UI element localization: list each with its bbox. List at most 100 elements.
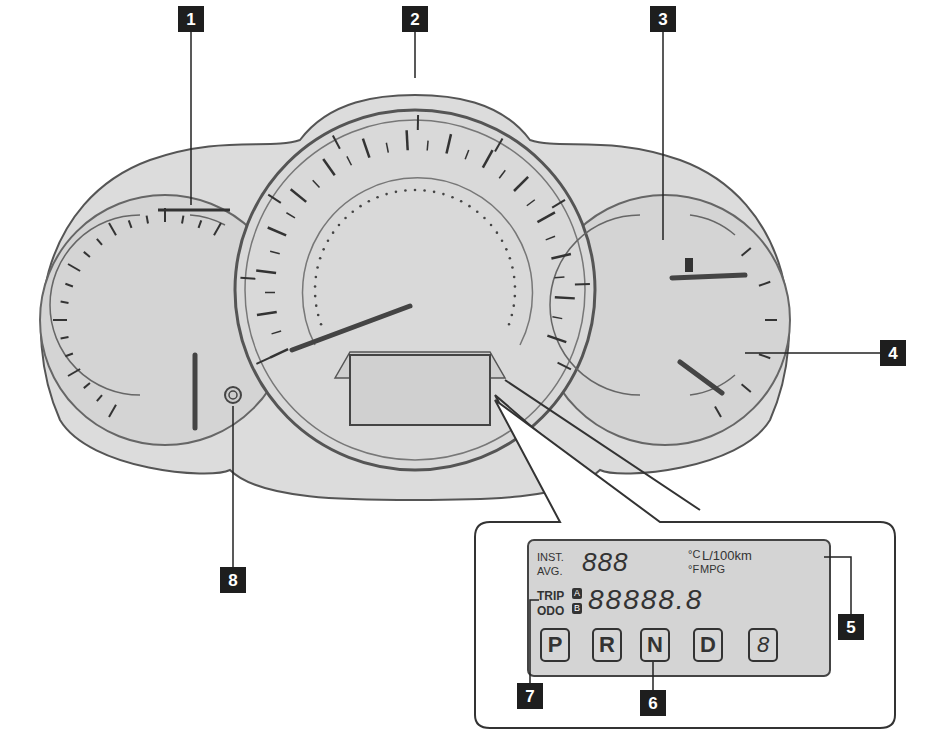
gear-indicator: D bbox=[693, 628, 723, 662]
gauge-dot bbox=[395, 191, 398, 194]
trip-icon: B bbox=[572, 603, 582, 614]
gauge-tick bbox=[68, 264, 80, 271]
gauge-dot bbox=[359, 205, 362, 208]
gauge-dot bbox=[505, 248, 508, 251]
gauge-dot bbox=[501, 239, 504, 242]
gauge-tick bbox=[256, 271, 276, 273]
callout-number: 3 bbox=[650, 6, 676, 32]
callout-number: 1 bbox=[178, 6, 204, 32]
callout-number: 6 bbox=[640, 690, 666, 716]
gauge-tick bbox=[68, 369, 80, 376]
gauge-dot bbox=[376, 196, 379, 199]
gauge-dot bbox=[344, 217, 347, 220]
gauge-tick bbox=[240, 278, 255, 279]
gauge-tick bbox=[363, 139, 370, 158]
lcd-label: AVG. bbox=[537, 566, 562, 577]
gauge-tick bbox=[552, 317, 562, 319]
gauge-tick bbox=[347, 156, 352, 165]
gauge-tick bbox=[286, 213, 295, 218]
gauge-tick bbox=[417, 115, 419, 130]
gauge-tick bbox=[268, 227, 286, 235]
gear-indicator: R bbox=[592, 628, 622, 662]
gauge-dot bbox=[511, 266, 514, 269]
gauge-tick bbox=[527, 200, 535, 206]
gauge-dot bbox=[332, 231, 335, 234]
gauge-dot bbox=[314, 295, 317, 298]
gauge-dot bbox=[314, 285, 317, 288]
gauge-tick bbox=[270, 251, 280, 254]
gauge-dot bbox=[508, 323, 511, 326]
gauge-tick bbox=[546, 236, 555, 240]
gauge-dot bbox=[514, 285, 517, 288]
gauge-tick bbox=[407, 130, 408, 150]
gauge-dot bbox=[423, 189, 426, 192]
cluster-housing bbox=[41, 95, 789, 500]
gauge-tick bbox=[268, 195, 281, 203]
gauge-dot bbox=[316, 266, 319, 269]
gauge-dot bbox=[320, 323, 323, 326]
gauge-dot bbox=[514, 295, 517, 298]
gauge-tick bbox=[65, 354, 73, 357]
gauge-tick bbox=[386, 143, 388, 153]
gauge-tick bbox=[742, 384, 751, 392]
gauge-dot bbox=[460, 200, 463, 203]
gauge-dot bbox=[511, 314, 514, 317]
gauge-tick bbox=[53, 319, 67, 321]
gauge-tick bbox=[109, 223, 116, 235]
gauge-tick bbox=[551, 254, 570, 258]
gauge-dot bbox=[315, 304, 318, 307]
gauge-tick bbox=[323, 159, 334, 175]
gauge-dot bbox=[433, 191, 436, 194]
gauge-tick bbox=[265, 292, 275, 294]
gauge-tick bbox=[272, 331, 282, 334]
gauge-tick bbox=[199, 220, 202, 228]
gauge-dot bbox=[351, 210, 354, 213]
gauge-tick bbox=[97, 395, 102, 401]
gauge-tick bbox=[499, 170, 505, 178]
lcd-digits: 888 bbox=[582, 549, 628, 575]
gauge-dot bbox=[368, 200, 371, 203]
gauge-tick bbox=[552, 200, 565, 208]
gauge-dot bbox=[490, 224, 493, 227]
callout-number: 7 bbox=[517, 683, 543, 709]
gauge-dot bbox=[476, 210, 479, 213]
gauge-tick bbox=[514, 177, 528, 191]
gauge-tick bbox=[715, 407, 721, 417]
gauge-tick bbox=[765, 319, 777, 321]
gauge-dot bbox=[317, 314, 320, 317]
gauge-tick bbox=[182, 216, 183, 224]
gauge-dot bbox=[322, 248, 325, 251]
gauge-tick bbox=[333, 135, 340, 148]
lcd-digits: 88888.8 bbox=[588, 586, 703, 614]
gauge-tick bbox=[129, 220, 132, 228]
gauge-dot bbox=[513, 276, 516, 279]
gauge-tick bbox=[97, 239, 102, 245]
gauge-tick bbox=[554, 276, 564, 278]
gauge-tick bbox=[555, 297, 575, 298]
lcd-unit: °C bbox=[688, 549, 700, 560]
callout-number: 5 bbox=[838, 614, 864, 640]
gear-indicator: 8 bbox=[748, 628, 778, 662]
gauge-tick bbox=[84, 252, 90, 257]
gauge-tick bbox=[495, 138, 503, 151]
gauge-tick bbox=[537, 212, 554, 222]
gauge-dot bbox=[509, 257, 512, 260]
gauge-dot bbox=[404, 189, 407, 192]
gauge-dot bbox=[319, 257, 322, 260]
gauge-tick bbox=[558, 363, 571, 370]
gauge-tick bbox=[84, 383, 90, 388]
gauge-tick bbox=[65, 284, 73, 287]
gauge-dot bbox=[496, 231, 499, 234]
gauge-tick bbox=[109, 405, 116, 417]
gauge-dot bbox=[338, 224, 341, 227]
gauge-tick bbox=[426, 141, 428, 151]
gauge-dot bbox=[385, 193, 388, 196]
gauge-tick bbox=[61, 302, 69, 303]
gauge-dot bbox=[483, 217, 486, 220]
callout-number: 8 bbox=[220, 567, 246, 593]
gauge-tick bbox=[147, 216, 148, 224]
gauge-tick bbox=[759, 354, 770, 358]
gauge-dot bbox=[315, 276, 318, 279]
lcd-unit: L/100km bbox=[702, 549, 752, 562]
